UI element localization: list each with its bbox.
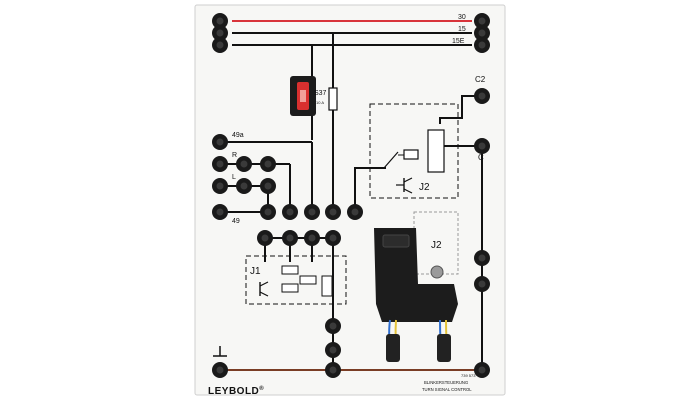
socket-49-d[interactable] — [325, 204, 341, 220]
socket-49-c[interactable] — [304, 204, 320, 220]
socket-lower-2[interactable] — [325, 342, 341, 358]
title-german: BLINKERSTEUERUNG — [424, 380, 468, 385]
connector-cap — [382, 234, 410, 248]
fuse-s37: S37 10 A — [290, 76, 338, 116]
j1-coil-a — [281, 265, 299, 275]
fuse-name: S37 — [314, 90, 327, 97]
socket-c2[interactable] — [474, 88, 490, 104]
connector-housing — [374, 228, 458, 322]
socket-rail-left-15e[interactable] — [212, 37, 228, 53]
socket-r-2[interactable] — [236, 156, 252, 172]
relay-j2-outline — [369, 103, 459, 199]
j1-coil-d — [321, 275, 333, 297]
fuse-window — [300, 90, 306, 102]
socket-rail-left-30[interactable] — [212, 13, 228, 29]
socket-r-1[interactable] — [212, 156, 228, 172]
brand-logo: LEYBOLD® — [208, 385, 264, 397]
panel-background — [194, 4, 506, 396]
socket-r-3[interactable] — [260, 156, 276, 172]
socket-l-1[interactable] — [212, 178, 228, 194]
socket-49[interactable] — [212, 204, 228, 220]
label-rail-15: 15 — [458, 26, 466, 33]
socket-ground[interactable] — [212, 362, 228, 378]
title-english: TURN SIGNAL CONTROL — [422, 387, 472, 392]
socket-j1-4[interactable] — [325, 230, 341, 246]
label-rail-30: 30 — [458, 14, 466, 21]
label-49: 49 — [232, 218, 240, 225]
socket-j1-2[interactable] — [282, 230, 298, 246]
fuse-rating: 10 A — [316, 100, 324, 105]
socket-49-e[interactable] — [347, 204, 363, 220]
label-49a: 49a — [232, 132, 244, 139]
socket-right-1[interactable] — [474, 250, 490, 266]
socket-49-b[interactable] — [282, 204, 298, 220]
socket-lower-3[interactable] — [325, 362, 341, 378]
label-l: L — [232, 174, 236, 181]
socket-right-3[interactable] — [474, 362, 490, 378]
connector-j2-label: J2 — [431, 240, 442, 251]
connector-screw — [430, 265, 444, 279]
relay-j1-label: J1 — [250, 266, 261, 277]
relay-switch-arm — [383, 151, 399, 169]
socket-49-a[interactable] — [260, 204, 276, 220]
label-c: C — [478, 153, 484, 162]
wire-j2-c2 — [439, 95, 482, 124]
relay-contact-icon — [403, 149, 419, 160]
socket-rail-right-15[interactable] — [474, 25, 490, 41]
ground-symbol-icon — [213, 346, 227, 357]
part-number: 739 573 — [461, 373, 476, 378]
socket-l-2[interactable] — [236, 178, 252, 194]
socket-49a[interactable] — [212, 134, 228, 150]
fuse-symbol-icon — [328, 87, 338, 111]
relay-j1-outline — [245, 255, 347, 305]
j1-transistor-c — [259, 291, 269, 297]
lead-sleeve-right — [437, 334, 451, 362]
socket-rail-left-15[interactable] — [212, 25, 228, 41]
socket-j1-1[interactable] — [257, 230, 273, 246]
j1-coil-c — [281, 283, 299, 293]
relay-transistor-c — [403, 188, 413, 194]
lead-sleeve-left — [386, 334, 400, 362]
j1-transistor-e — [259, 281, 269, 287]
j1-coil-b — [299, 275, 317, 285]
relay-coil-icon — [427, 129, 445, 173]
relay-transistor-e — [403, 177, 413, 183]
connector-j2: J2 — [374, 211, 459, 362]
relay-j1: J1 — [245, 255, 347, 305]
socket-c[interactable] — [474, 138, 490, 154]
brand-mark: ® — [259, 385, 264, 392]
relay-j2-label: J2 — [419, 182, 430, 193]
socket-lower-1[interactable] — [325, 318, 341, 334]
socket-rail-right-30[interactable] — [474, 13, 490, 29]
label-c2: C2 — [475, 75, 486, 84]
socket-j1-3[interactable] — [304, 230, 320, 246]
label-r: R — [232, 152, 237, 159]
relay-j2: J2 — [369, 103, 459, 199]
wire-to-j2-relay — [354, 167, 386, 212]
socket-rail-right-15e[interactable] — [474, 37, 490, 53]
label-rail-15e: 15E — [452, 38, 465, 45]
socket-right-2[interactable] — [474, 276, 490, 292]
brand-name: LEYBOLD — [208, 386, 259, 397]
socket-l-3[interactable] — [260, 178, 276, 194]
sockets — [212, 13, 490, 378]
